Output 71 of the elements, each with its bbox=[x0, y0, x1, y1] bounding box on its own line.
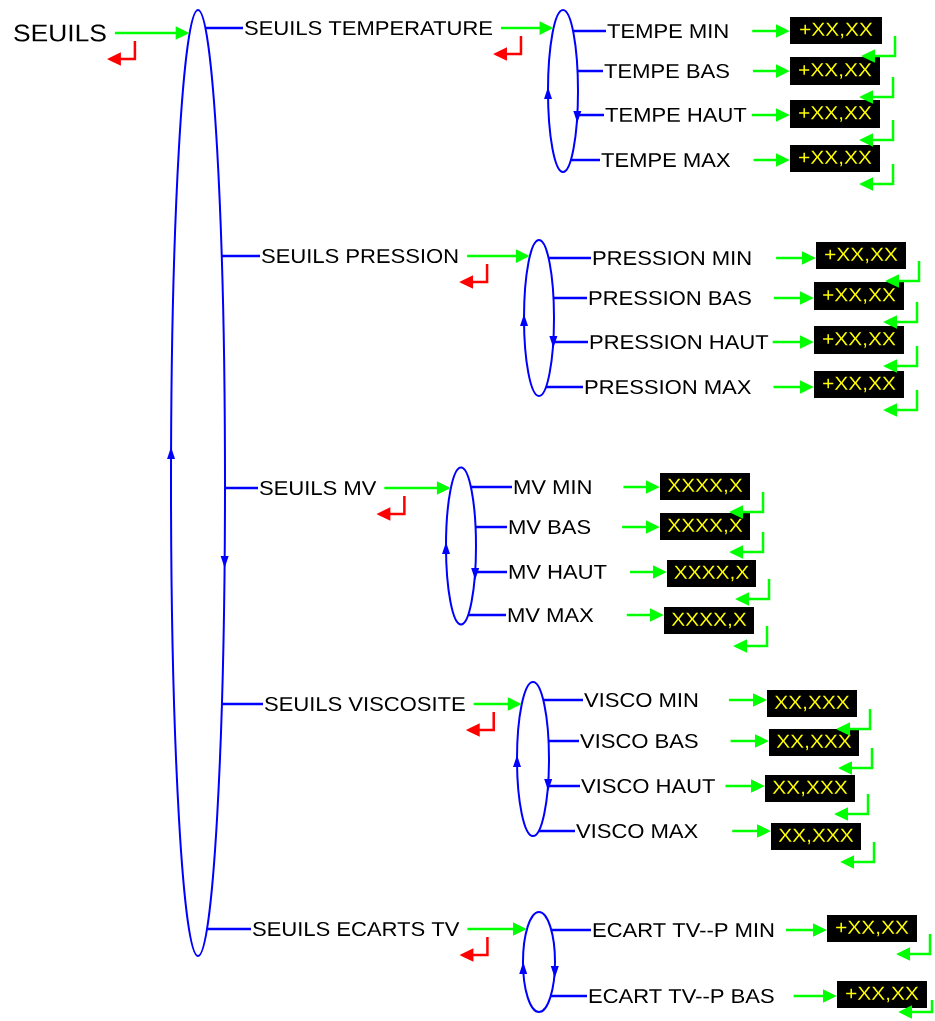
connector-line bbox=[475, 570, 507, 574]
menu-label: SEUILS TEMPERATURE bbox=[245, 20, 493, 36]
value-display: XXXX,X bbox=[664, 607, 754, 634]
menu-label: TEMPE HAUT bbox=[605, 108, 747, 122]
loop-ellipse bbox=[544, 9, 582, 173]
connector-line bbox=[548, 784, 580, 788]
menu-label: VISCO HAUT bbox=[581, 778, 715, 794]
menu-label: PRESSION HAUT bbox=[590, 334, 769, 350]
connector-line bbox=[475, 525, 507, 529]
connector-line bbox=[225, 486, 258, 490]
connector-line bbox=[468, 613, 506, 617]
menu-label: SEUILS VISCOSITE bbox=[265, 696, 465, 712]
menu-label: MV MIN bbox=[514, 480, 591, 494]
value-display: +XX,XX bbox=[814, 326, 904, 354]
connector-line bbox=[205, 26, 243, 30]
connector-line bbox=[548, 739, 579, 743]
connector-line bbox=[550, 994, 587, 998]
value-display: XX,XXX bbox=[765, 775, 855, 802]
value-display: +XX,XX bbox=[790, 145, 880, 172]
menu-label: SEUILS PRESSION bbox=[262, 248, 458, 264]
loop-ellipse bbox=[520, 239, 558, 397]
value-display: +XX,XX bbox=[790, 17, 882, 44]
connector-line bbox=[538, 829, 575, 833]
menu-label: TEMPE BAS bbox=[604, 63, 729, 79]
menu-title: SEUILS bbox=[14, 24, 106, 42]
value-display: +XX,XX bbox=[816, 242, 906, 269]
connector-line bbox=[573, 29, 606, 33]
connector-line bbox=[470, 485, 512, 489]
connector-line bbox=[548, 256, 591, 260]
menu-label: MV MAX bbox=[508, 608, 594, 622]
connector-line bbox=[546, 385, 583, 389]
menu-label: SEUILS ECARTS TV bbox=[253, 921, 460, 937]
value-display: XX,XXX bbox=[767, 690, 857, 717]
connector-line bbox=[553, 296, 587, 300]
menu-label: ECART TV--P BAS bbox=[589, 988, 774, 1004]
value-display: +XX,XX bbox=[814, 282, 904, 310]
loop-ellipse bbox=[167, 9, 229, 957]
menu-label: VISCO BAS bbox=[580, 733, 698, 749]
menu-label: MV BAS bbox=[509, 519, 591, 535]
connector-line bbox=[577, 113, 604, 117]
menu-label: TEMPE MIN bbox=[607, 24, 728, 38]
menu-label: PRESSION MAX bbox=[585, 379, 751, 395]
value-display: XXXX,X bbox=[667, 560, 756, 587]
loop-ellipse bbox=[519, 911, 559, 1013]
menu-label: PRESSION MIN bbox=[593, 250, 751, 266]
value-display: XX,XXX bbox=[769, 729, 859, 756]
connector-line bbox=[553, 340, 588, 344]
connector-line bbox=[207, 927, 251, 931]
value-display: +XX,XX bbox=[837, 981, 927, 1008]
connector-line bbox=[221, 254, 260, 258]
menu-label: MV HAUT bbox=[509, 565, 607, 579]
connector-line bbox=[570, 158, 600, 162]
value-display: XXXX,X bbox=[660, 513, 750, 540]
connector-line bbox=[543, 698, 583, 702]
menu-label: PRESSION BAS bbox=[589, 290, 751, 306]
loop-ellipse bbox=[513, 681, 553, 837]
value-display: +XX,XX bbox=[814, 371, 904, 398]
menu-label: VISCO MAX bbox=[576, 823, 698, 839]
connector-line bbox=[551, 928, 591, 932]
value-display: +XX,XX bbox=[790, 57, 880, 85]
menu-label: TEMPE MAX bbox=[601, 153, 731, 167]
menu-label: VISCO MIN bbox=[584, 692, 698, 708]
menu-label: SEUILS MV bbox=[260, 480, 377, 496]
value-display: XXXX,X bbox=[660, 473, 750, 500]
value-display: +XX,XX bbox=[790, 100, 880, 128]
menu-label: ECART TV--P MIN bbox=[593, 922, 774, 938]
value-display: +XX,XX bbox=[827, 915, 917, 942]
connector-line bbox=[221, 702, 263, 706]
loop-ellipse bbox=[442, 466, 480, 626]
connector-line bbox=[577, 69, 603, 73]
value-display: XX,XXX bbox=[771, 823, 861, 850]
